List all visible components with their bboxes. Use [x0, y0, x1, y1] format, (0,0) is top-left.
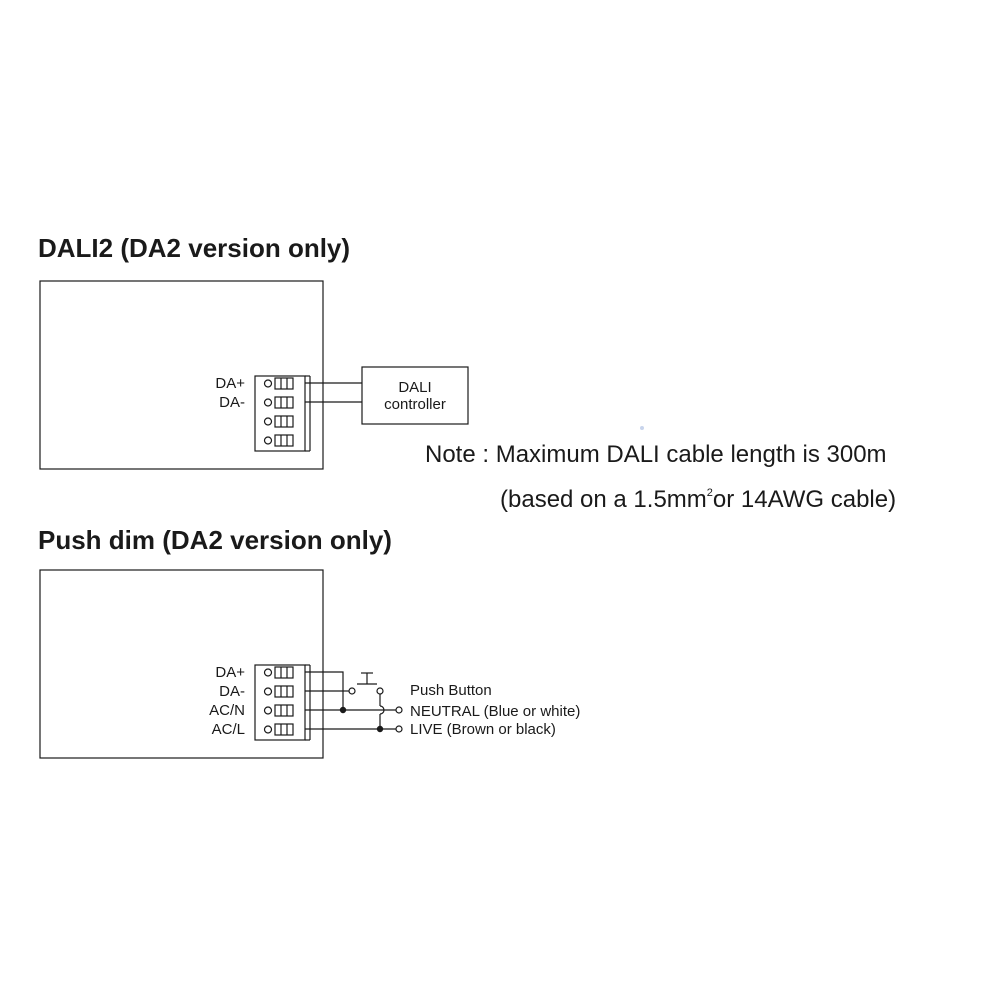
pushdim-terminal-block — [254, 664, 311, 741]
pushdim-terminal-label-da-plus: DA+ — [215, 664, 245, 681]
dali-section-title: DALI2 (DA2 version only) — [38, 233, 351, 263]
dali-controller-box — [361, 366, 469, 425]
dali-terminal-4 — [263, 434, 294, 447]
dali-terminal-label-da-plus: DA+ — [215, 375, 245, 392]
pushdim-terminal-label-ac-n: AC/N — [209, 702, 245, 719]
dali-controller-label-line2: controller — [384, 396, 446, 413]
push-button-contact-left — [348, 687, 356, 695]
dali-controller-label-line1: DALI — [398, 379, 431, 396]
pushdim-terminal-1 — [263, 666, 294, 679]
push-button-label: Push Button — [410, 682, 492, 699]
note-line2-before: (based on a 1.5mm — [500, 486, 707, 513]
pushdim-section-title: Push dim (DA2 version only) — [38, 525, 392, 555]
pushdim-terminal-2 — [263, 685, 294, 698]
live-terminal-open — [395, 725, 403, 733]
dali-cable-note-line1: Note : Maximum DALI cable length is 300m — [425, 441, 887, 468]
pushdim-driver-box — [39, 569, 324, 759]
dali-cable-note-line2: (based on a 1.5mm2or 14AWG cable) — [500, 479, 896, 514]
dali-driver-box — [39, 280, 324, 470]
dali-terminal-block — [254, 375, 311, 452]
pushdim-terminal-label-da-minus: DA- — [219, 683, 245, 700]
dali-terminal-3 — [263, 415, 294, 428]
dali-terminal-label-da-minus: DA- — [219, 394, 245, 411]
pushdim-wiring — [305, 671, 403, 733]
dali-terminal-1 — [263, 377, 294, 390]
neutral-terminal-open — [395, 706, 403, 714]
push-button-contact-right — [376, 687, 384, 695]
live-label: LIVE (Brown or black) — [410, 721, 556, 738]
stray-dot — [640, 426, 644, 430]
pushdim-terminal-3 — [263, 704, 294, 717]
pushdim-terminal-4 — [263, 723, 294, 736]
pushdim-terminal-label-ac-l: AC/L — [212, 721, 245, 738]
note-line2-after: or 14AWG cable) — [712, 486, 897, 513]
note-squared-superscript: 2 — [706, 487, 713, 499]
neutral-label: NEUTRAL (Blue or white) — [410, 703, 580, 720]
dali-terminal-2 — [263, 396, 294, 409]
